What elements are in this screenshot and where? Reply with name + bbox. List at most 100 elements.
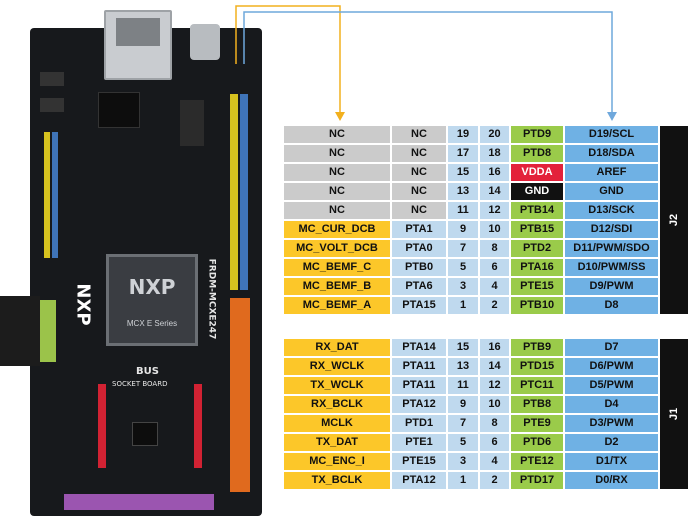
j1-pin-odd-cell: 7 xyxy=(448,415,478,432)
j1-port-left-cell: PTA14 xyxy=(392,339,446,356)
j2-header-label: J2 xyxy=(660,126,688,314)
arrow-line-blue xyxy=(243,11,613,114)
j1-func-cell: MCLK xyxy=(284,415,390,432)
j2-func-cell: NC xyxy=(284,164,390,181)
socket-chip xyxy=(132,422,158,446)
j1-func-cell: TX_DAT xyxy=(284,434,390,451)
j2-pin-even-cell: 2 xyxy=(480,297,509,314)
socket-board-label: SOCKET BOARD xyxy=(112,380,168,388)
j2-pin-even-cell: 20 xyxy=(480,126,509,143)
j2-port-right-cell: PTD8 xyxy=(511,145,563,162)
j2-arduino-cell: AREF xyxy=(565,164,658,181)
jumper-block xyxy=(40,72,64,86)
j2-pin-even-cell: 16 xyxy=(480,164,509,181)
j1-func-cell: MC_ENC_I xyxy=(284,453,390,470)
j2-port-right-cell: PTD9 xyxy=(511,126,563,143)
j1-header-label: J1 xyxy=(660,339,688,489)
j2-port-left-cell: PTB0 xyxy=(392,259,446,276)
j2-pin-even-cell: 18 xyxy=(480,145,509,162)
j1-pin-odd-cell: 3 xyxy=(448,453,478,470)
j2-pin-odd-cell: 7 xyxy=(448,240,478,257)
header-bottom-purple xyxy=(64,494,214,510)
jumper-block xyxy=(40,98,64,112)
j2-func-cell: NC xyxy=(284,145,390,162)
j2-pin-odd-cell: 15 xyxy=(448,164,478,181)
j1-pin-odd-cell: 15 xyxy=(448,339,478,356)
ethernet-jack xyxy=(104,10,172,80)
j2-arduino-cell: D9/PWM xyxy=(565,278,658,295)
usb-c-connector xyxy=(190,24,220,60)
j2-arduino-cell: GND xyxy=(565,183,658,200)
header-side-green xyxy=(40,300,56,362)
j1-port-right-cell: PTE12 xyxy=(511,453,563,470)
j1-pin-odd-cell: 5 xyxy=(448,434,478,451)
j1-port-right-cell: PTD15 xyxy=(511,358,563,375)
mikrobus-header-right xyxy=(194,384,202,468)
j1-pin-even-cell: 16 xyxy=(480,339,509,356)
j2-pin-even-cell: 12 xyxy=(480,202,509,219)
j1-pin-even-cell: 2 xyxy=(480,472,509,489)
j1-arduino-cell: D1/TX xyxy=(565,453,658,470)
j1-port-right-cell: PTB9 xyxy=(511,339,563,356)
j1-arduino-cell: D5/PWM xyxy=(565,377,658,394)
arrow-head-yellow xyxy=(335,112,345,121)
j2-func-cell: MC_BEMF_C xyxy=(284,259,390,276)
j1-port-right-cell: PTD17 xyxy=(511,472,563,489)
j1-func-cell: TX_WCLK xyxy=(284,377,390,394)
j2-arduino-cell: D11/PWM/SDO xyxy=(565,240,658,257)
j2-func-cell: NC xyxy=(284,126,390,143)
j1-func-cell: RX_WCLK xyxy=(284,358,390,375)
j1-port-right-cell: PTD6 xyxy=(511,434,563,451)
j1-pin-even-cell: 8 xyxy=(480,415,509,432)
j2-pin-even-cell: 10 xyxy=(480,221,509,238)
j2-port-left-cell: PTA1 xyxy=(392,221,446,238)
j1-port-right-cell: PTB8 xyxy=(511,396,563,413)
j2-port-right-cell: PTE15 xyxy=(511,278,563,295)
j1-pin-even-cell: 14 xyxy=(480,358,509,375)
j2-func-cell: MC_VOLT_DCB xyxy=(284,240,390,257)
j2-arduino-cell: D13/SCK xyxy=(565,202,658,219)
j2-pin-odd-cell: 5 xyxy=(448,259,478,276)
j1-port-left-cell: PTA12 xyxy=(392,472,446,489)
j2-port-right-cell: PTD2 xyxy=(511,240,563,257)
j2-port-left-cell: NC xyxy=(392,164,446,181)
j2-pin-odd-cell: 17 xyxy=(448,145,478,162)
j2-func-cell: NC xyxy=(284,202,390,219)
j2-func-cell: MC_BEMF_B xyxy=(284,278,390,295)
mikrobus-header-left xyxy=(98,384,106,468)
j1-func-cell: RX_BCLK xyxy=(284,396,390,413)
j2-port-right-cell: VDDA xyxy=(511,164,563,181)
j1-pin-odd-cell: 11 xyxy=(448,377,478,394)
j1-pin-even-cell: 12 xyxy=(480,377,509,394)
j1-pin-odd-cell: 1 xyxy=(448,472,478,489)
j2-arduino-cell: D19/SCL xyxy=(565,126,658,143)
j1-port-right-cell: PTE9 xyxy=(511,415,563,432)
j2-arduino-cell: D12/SDI xyxy=(565,221,658,238)
header-j2-yellow xyxy=(230,94,238,290)
header-left-blue xyxy=(52,132,58,258)
j1-port-left-cell: PTA11 xyxy=(392,377,446,394)
side-connector xyxy=(0,296,40,366)
arrow-head-blue xyxy=(607,112,617,121)
j2-arduino-cell: D8 xyxy=(565,297,658,314)
j2-port-right-cell: PTA16 xyxy=(511,259,563,276)
j1-func-cell: TX_BCLK xyxy=(284,472,390,489)
j1-port-left-cell: PTA11 xyxy=(392,358,446,375)
j1-arduino-cell: D4 xyxy=(565,396,658,413)
debug-header xyxy=(180,100,204,146)
j1-func-cell: RX_DAT xyxy=(284,339,390,356)
j2-port-left-cell: NC xyxy=(392,183,446,200)
arrow-line-yellow xyxy=(235,5,341,114)
j1-pin-odd-cell: 13 xyxy=(448,358,478,375)
phy-chip xyxy=(98,92,140,128)
header-j2-blue xyxy=(240,94,248,290)
j2-pin-even-cell: 14 xyxy=(480,183,509,200)
j2-func-cell: NC xyxy=(284,183,390,200)
j1-pin-odd-cell: 9 xyxy=(448,396,478,413)
j2-port-right-cell: PTB10 xyxy=(511,297,563,314)
j2-pin-even-cell: 8 xyxy=(480,240,509,257)
j2-pin-odd-cell: 9 xyxy=(448,221,478,238)
j1-port-left-cell: PTD1 xyxy=(392,415,446,432)
header-j1-orange xyxy=(230,298,250,492)
